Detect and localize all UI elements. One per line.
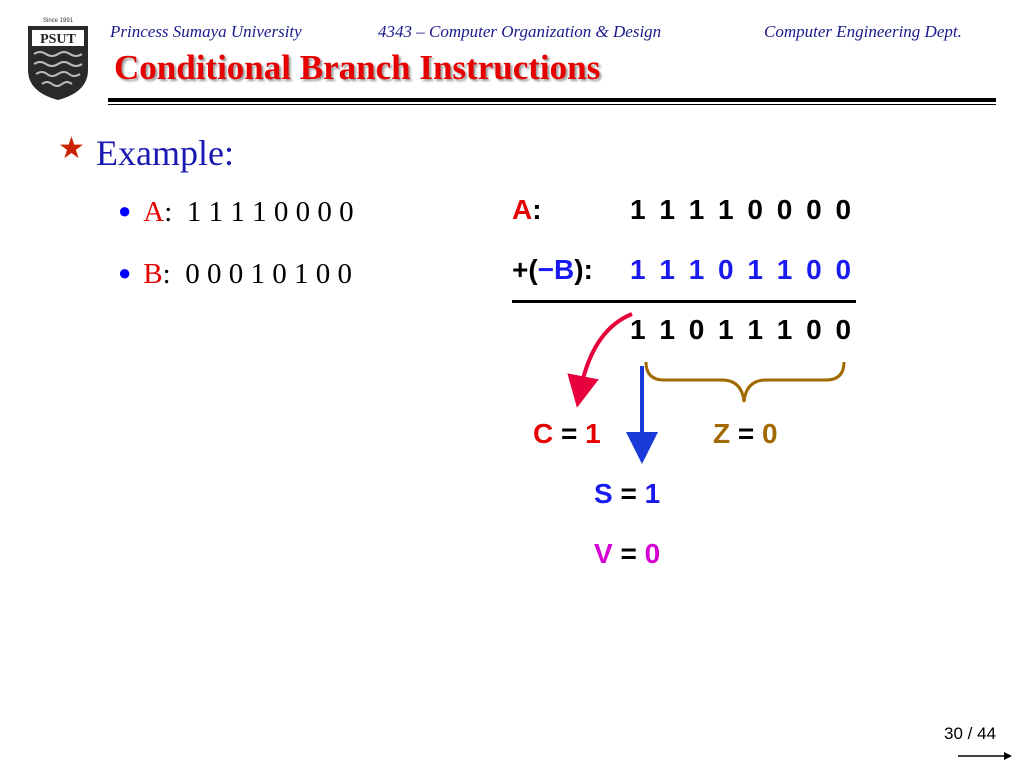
page-current: 30	[944, 724, 963, 743]
operand-bits: 1 1 1 1 0 0 0 0	[186, 196, 354, 228]
calc-a-label: A:	[512, 194, 542, 226]
flag-s-name: S	[594, 478, 613, 509]
flag-s: S = 1	[594, 478, 660, 510]
operand-name: B	[143, 258, 163, 290]
bullet-dot-icon: ●	[118, 260, 132, 285]
page-number: 30 / 44	[944, 724, 996, 744]
page-sep: /	[967, 724, 973, 743]
flag-z-name: Z	[713, 418, 731, 449]
carry-arrow	[567, 312, 633, 408]
flag-s-value: 1	[644, 478, 661, 509]
bullet-dot-icon: ●	[118, 198, 132, 223]
flag-z: Z = 0	[713, 418, 778, 450]
calc-a-name: A	[512, 194, 533, 225]
example-heading: Example:	[96, 133, 234, 173]
flag-c-name: C	[533, 418, 554, 449]
calc-open-paren: (	[528, 254, 538, 285]
flag-v-name: V	[594, 538, 613, 569]
flag-z-value: 0	[762, 418, 778, 449]
calc-negb-label: +(−B):	[512, 254, 593, 286]
flag-s-eq: =	[620, 478, 637, 509]
psut-logo: Since 1991 PSUT	[28, 18, 88, 100]
header-university: Princess Sumaya University	[110, 22, 302, 41]
flag-c-value: 1	[585, 418, 601, 449]
zero-brace	[644, 361, 846, 403]
header-department: Computer Engineering Dept.	[764, 22, 962, 41]
flag-c-eq: =	[561, 418, 578, 449]
calc-plus: +	[512, 254, 529, 285]
title-rule-thick	[108, 98, 996, 102]
calc-a-bits: 1 1 1 1 0 0 0 0	[630, 194, 855, 225]
flag-v-eq: =	[620, 538, 637, 569]
logo-since: Since 1991	[43, 18, 74, 24]
star-bullet-icon: ★	[58, 132, 85, 165]
operand-separator: :	[162, 258, 171, 290]
page-total: 44	[977, 724, 997, 743]
operand-separator: :	[164, 196, 173, 228]
slide-title: Conditional Branch Instructions	[114, 48, 601, 87]
bullet-item-b: ● B: 0 0 0 1 0 1 0 0	[118, 258, 352, 291]
flag-z-eq: =	[737, 418, 755, 449]
flag-c: C = 1	[533, 418, 601, 450]
calc-negb-name: −B	[537, 254, 575, 285]
logo-text: PSUT	[40, 32, 76, 47]
operand-bits: 0 0 0 1 0 1 0 0	[185, 258, 352, 290]
operand-name: A	[143, 196, 165, 228]
calc-negb-bits: 1 1 1 0 1 1 0 0	[630, 254, 855, 285]
calc-result-bits: 1 1 0 1 1 1 0 0	[630, 314, 855, 345]
sum-line	[512, 300, 856, 303]
calc-a-colon: :	[532, 194, 542, 225]
header-course: 4343 – Computer Organization & Design	[378, 22, 662, 41]
flag-v: V = 0	[594, 538, 660, 570]
bullet-item-a: ● A: 1 1 1 1 0 0 0 0	[118, 196, 354, 229]
calc-close-paren: ):	[574, 254, 593, 285]
title-rule-thin	[108, 104, 996, 105]
flag-v-value: 0	[644, 538, 661, 569]
